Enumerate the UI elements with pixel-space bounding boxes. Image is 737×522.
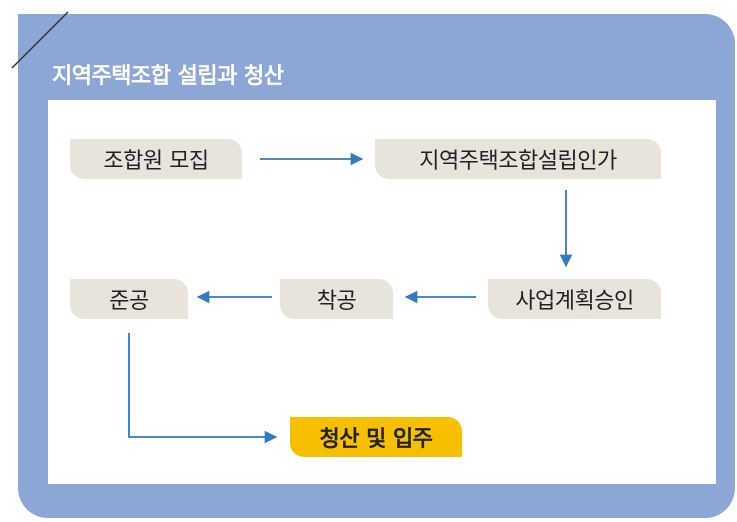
arrow-completion-to-liquidation — [128, 333, 278, 444]
corner-decoration — [11, 11, 69, 69]
node-approval: 사업계획승인 — [488, 279, 661, 319]
diagram-title: 지역주택조합 설립과 청산 — [52, 64, 284, 89]
node-liquidation: 청산 및 입주 — [290, 417, 462, 457]
node-recruit: 조합원 모집 — [70, 139, 242, 179]
corner-line — [11, 11, 69, 69]
node-construction: 착공 — [280, 279, 393, 319]
node-establish: 지역주택조합설립인가 — [375, 139, 661, 179]
node-completion: 준공 — [70, 279, 188, 319]
